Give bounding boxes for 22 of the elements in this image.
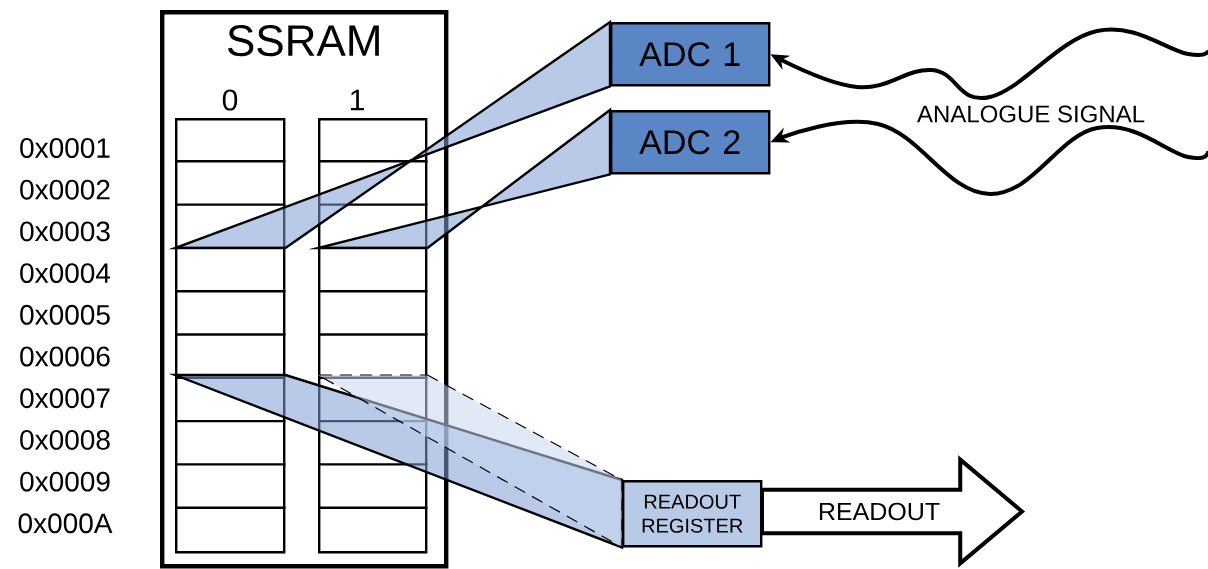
data-band: [308, 107, 612, 250]
address-label: 0x000A: [18, 513, 113, 534]
memory-column: [318, 118, 428, 554]
address-label: 0x0005: [20, 304, 110, 325]
data-band: [168, 19, 612, 250]
address-label: 0x0002: [20, 179, 110, 200]
address-label: 0x0008: [20, 429, 110, 450]
adc-box: ADC 1: [610, 22, 771, 87]
address-label: 0x0009: [20, 471, 110, 492]
data-band: [168, 373, 624, 550]
address-label: 0x0006: [20, 346, 110, 367]
signal-label: ANALOGUE SIGNAL: [917, 105, 1145, 123]
address-label: 0x0004: [20, 263, 111, 284]
address-label: 0x0007: [20, 388, 110, 409]
address-label: 0x0001: [20, 138, 110, 158]
column-number: 0: [222, 89, 238, 111]
data-band: [315, 374, 623, 549]
adc-box: ADC 2: [610, 110, 771, 175]
column-number: 1: [350, 89, 364, 111]
address-label: 0x0003: [20, 221, 110, 242]
register-box: READOUT REGISTER: [622, 480, 763, 548]
memory-column: [175, 118, 286, 554]
